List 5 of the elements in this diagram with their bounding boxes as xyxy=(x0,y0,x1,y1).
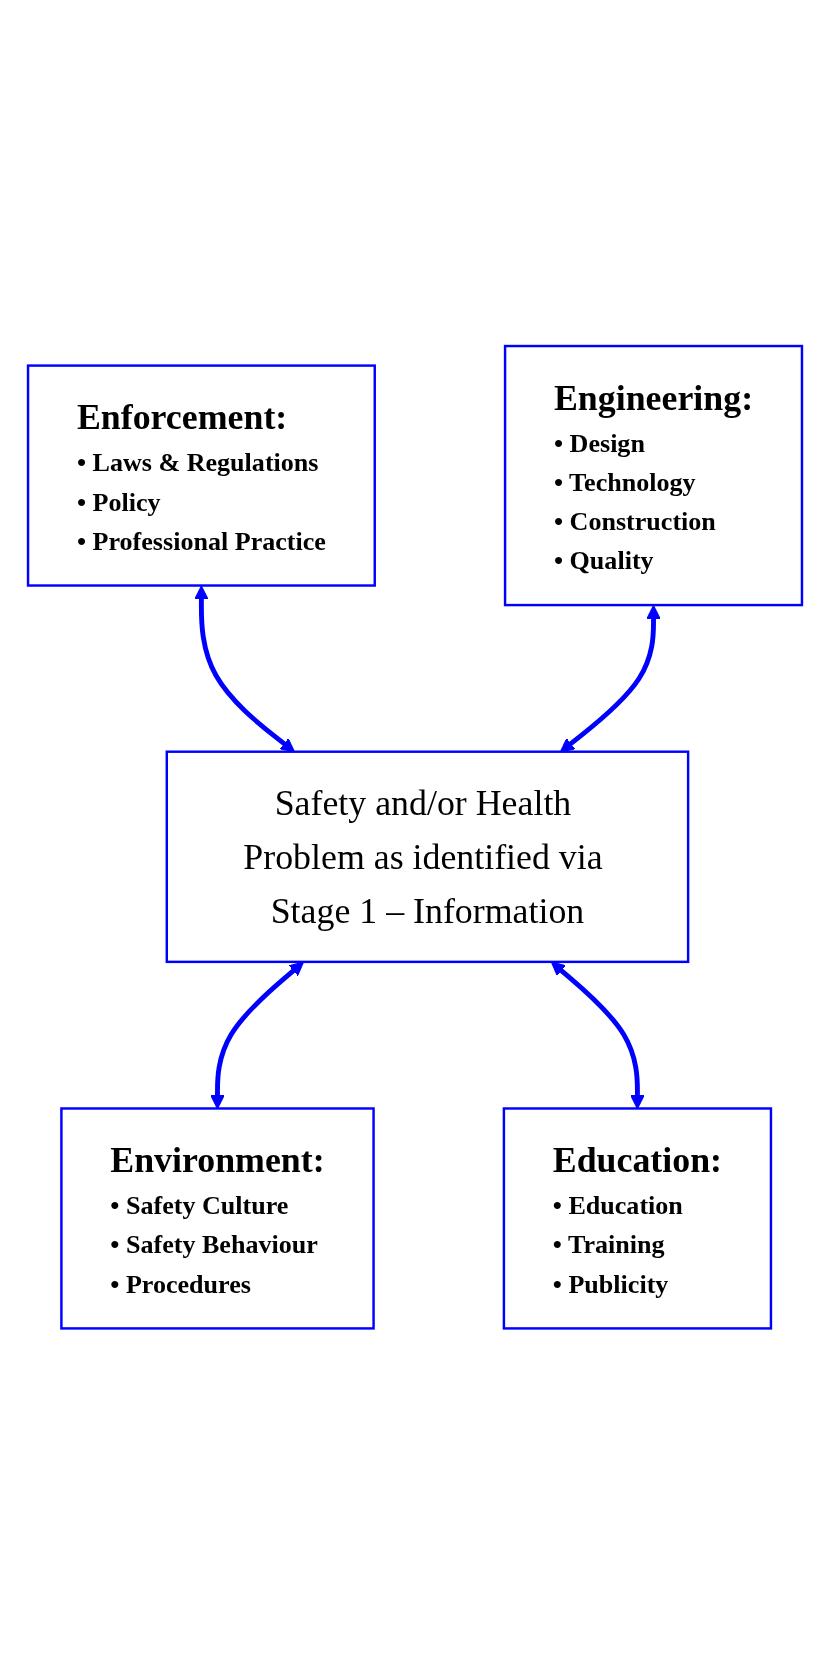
node-box: Enforcement: • Laws & Regulations • Policy • Professional Practice xyxy=(26,364,376,587)
node-box: Engineering: • Design • Technology • Construction • Quality xyxy=(503,345,803,607)
node-box: Education: • Education • Training • Publicity xyxy=(502,1107,772,1330)
node-box: Safety and/or Health Problem as identified via Stage 1 – Information xyxy=(165,750,689,964)
node-box: Environment: • Safety Culture • Safety Behaviour • Procedures xyxy=(59,1107,375,1330)
